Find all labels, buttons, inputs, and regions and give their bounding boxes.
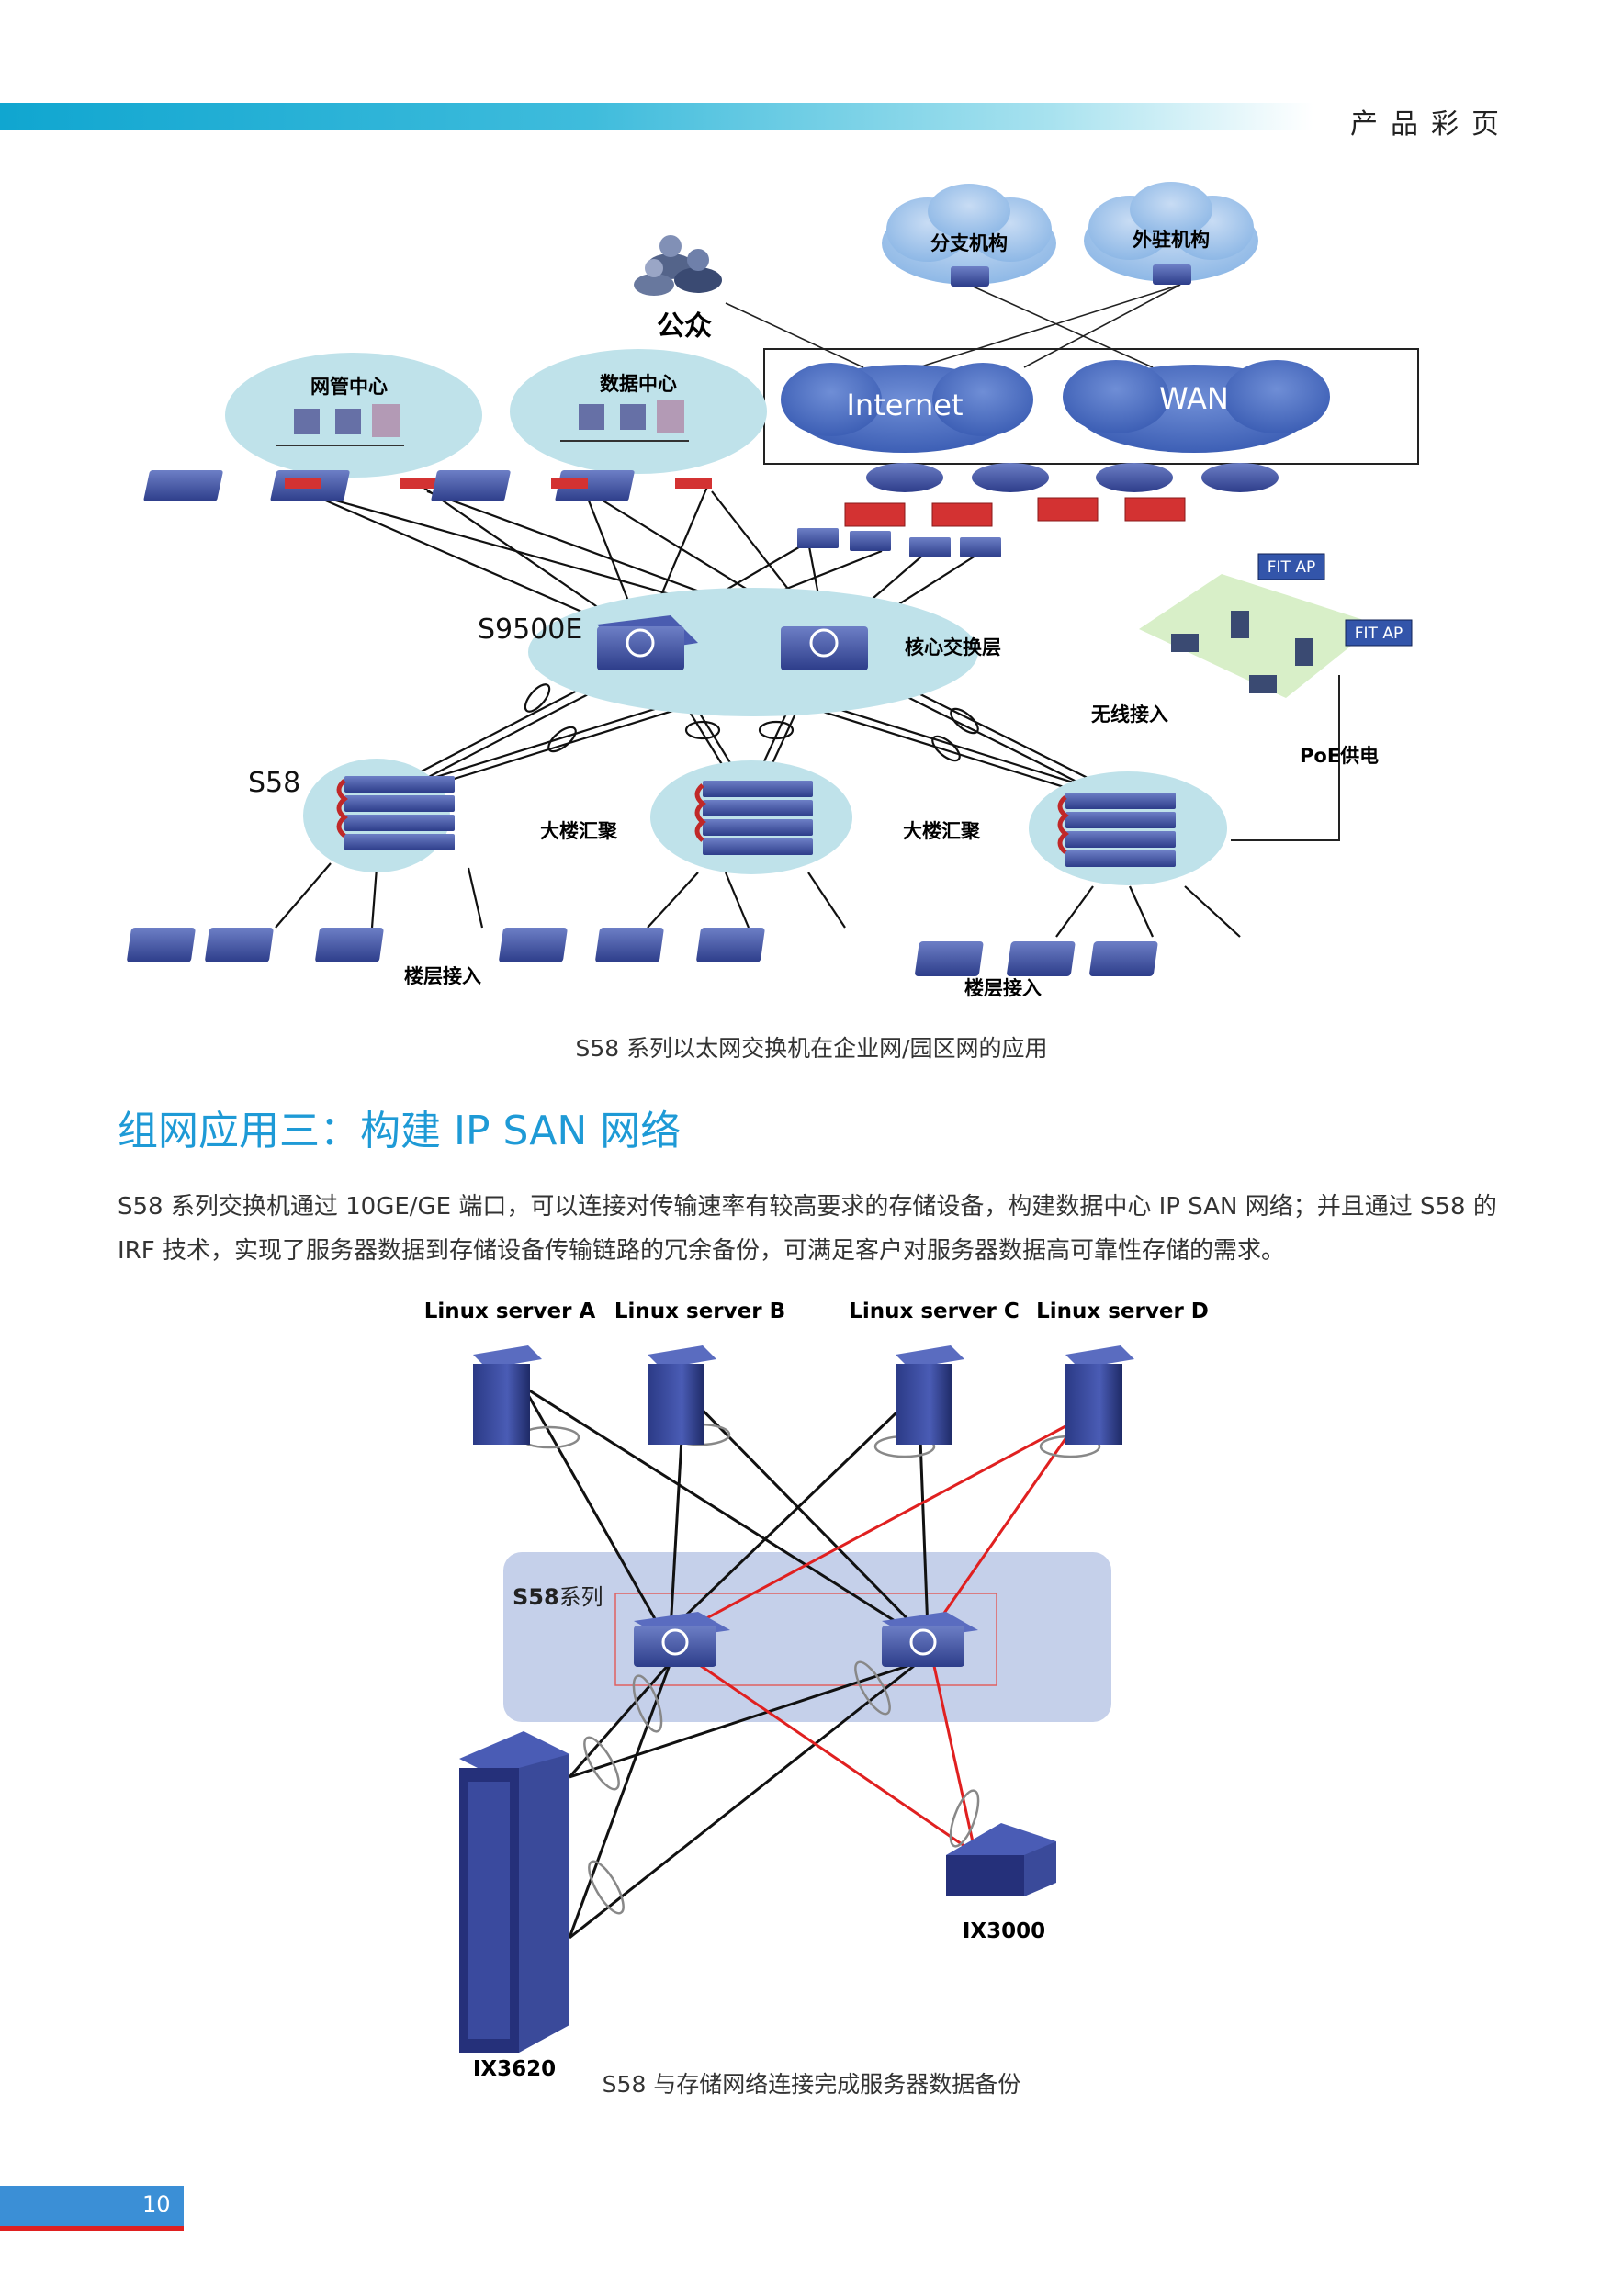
page-number: 10 [142, 2191, 171, 2217]
wan-label: WAN [1159, 381, 1229, 416]
server-b-icon [648, 1345, 716, 1445]
wireless-zone [1139, 574, 1378, 698]
fit-ap-badge-2 [1345, 619, 1413, 647]
server-d-icon [1065, 1345, 1134, 1445]
figure2-caption: S58 与存储网络连接完成服务器数据备份 [602, 2071, 1021, 2098]
nms-servers-icon [276, 404, 404, 446]
server-d-label: Linux server D [1036, 1300, 1209, 1323]
nms-label: 网管中心 [310, 376, 388, 398]
floor-switch-icons [127, 928, 1158, 976]
external-cloud [1084, 182, 1258, 285]
floor-access-label-2: 楼层接入 [964, 977, 1042, 999]
s58-series-zone [503, 1552, 1111, 1722]
ip-san-diagram: Linux server A Linux server B Linux serv… [424, 1300, 1209, 2081]
wireless-access-label: 无线接入 [1091, 703, 1168, 726]
section-heading: 组网应用三：构建 IP SAN 网络 [118, 1108, 682, 1154]
server-a-icon [473, 1345, 542, 1445]
small-switch-icons [797, 528, 1001, 557]
poe-label: PoE供电 [1300, 745, 1379, 767]
server-b-label: Linux server B [614, 1300, 785, 1323]
core-layer-label: 核心交换层 [905, 636, 1001, 658]
wan-cloud [1063, 360, 1330, 453]
figure1-caption: S58 系列以太网交换机在企业网/园区网的应用 [575, 1035, 1048, 1062]
wireless-users-icon [1171, 611, 1313, 693]
ix3620-label: IX3620 [473, 2057, 556, 2081]
aggregation-stack-icons [344, 776, 1176, 867]
s9500e-label: S9500E [478, 613, 582, 646]
fit-ap-badge-1 [1257, 553, 1325, 580]
internet-label: Internet [846, 388, 963, 422]
datacenter-servers-icon [560, 400, 689, 442]
fit-ap-label-1: FIT AP [1268, 558, 1315, 577]
server-a-label: Linux server A [424, 1300, 596, 1323]
public-users-icon [634, 235, 722, 296]
s58-switch-right-icon [882, 1612, 978, 1667]
building-agg-label-1: 大楼汇聚 [540, 820, 618, 842]
external-label: 外驻机构 [1133, 229, 1210, 251]
datacenter-label: 数据中心 [600, 373, 677, 395]
section-label: 产品彩页 [1350, 108, 1512, 141]
core-switch-left-icon [597, 615, 698, 670]
ix3000-label: IX3000 [963, 1919, 1045, 1943]
agg-zone-2 [650, 760, 852, 874]
page-number-bar [0, 2186, 184, 2231]
nms-switch-icons [143, 470, 712, 501]
irf-box [614, 1593, 997, 1686]
s58-series-label: S58系列 [513, 1584, 603, 1610]
server-c-label: Linux server C [849, 1300, 1020, 1323]
branch-label: 分支机构 [930, 232, 1008, 254]
router-icons [866, 463, 1279, 492]
internet-cloud [781, 363, 1033, 453]
core-switch-right-icon [781, 626, 868, 670]
section-paragraph: S58 系列交换机通过 10GE/GE 端口，可以连接对传输速率有较高要求的存储… [118, 1193, 1497, 1265]
firewall-icons [844, 497, 1186, 527]
ix3000-storage-icon [946, 1823, 1056, 1896]
fit-ap-label-2: FIT AP [1355, 625, 1403, 643]
server-c-icon [896, 1345, 964, 1445]
branch-cloud [882, 184, 1056, 287]
s58-label: S58 [248, 767, 300, 799]
ix3620-storage-icon [459, 1731, 569, 2053]
public-label: 公众 [657, 310, 712, 343]
building-agg-label-2: 大楼汇聚 [903, 820, 981, 842]
campus-network-diagram: 公众 分支机构 外驻机构 Internet WAN [127, 182, 1419, 999]
header-gradient-bar [0, 103, 1313, 130]
s58-switch-left-icon [634, 1612, 730, 1667]
floor-access-label-1: 楼层接入 [404, 965, 481, 987]
